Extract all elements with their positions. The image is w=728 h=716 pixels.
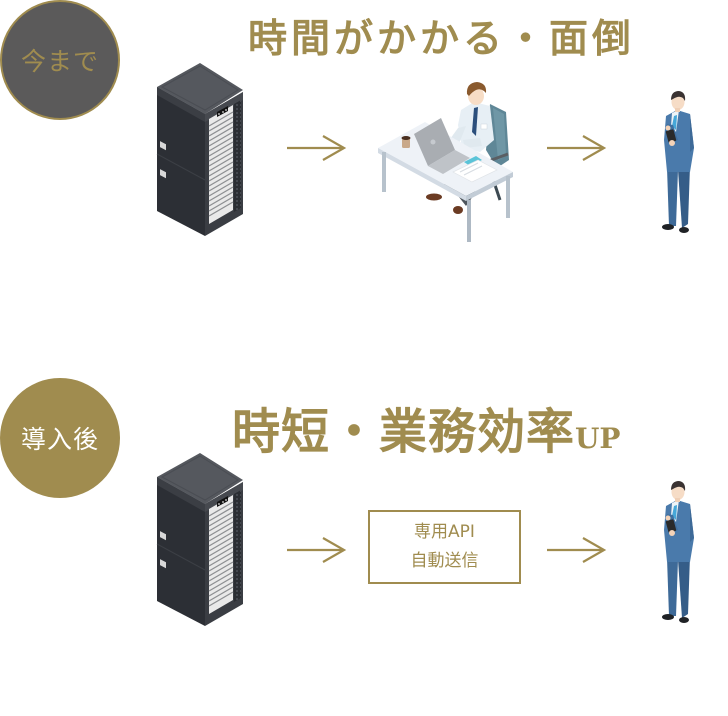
badge-before-label: 今まで: [20, 47, 99, 76]
api-box-line1: 専用API: [414, 522, 475, 542]
api-box-line2: 自動送信: [410, 551, 479, 571]
arrow-after-1: [285, 536, 346, 564]
office-worker-at-desk: [378, 82, 513, 242]
businessman-before: [662, 91, 694, 233]
api-box: 専用API 自動送信: [368, 510, 521, 584]
arrow-after-2: [545, 536, 606, 564]
badge-before: 今まで: [0, 0, 120, 120]
arrow-before-1: [285, 134, 346, 162]
arrow-before-2: [545, 134, 606, 162]
businessman-after: [662, 481, 694, 623]
server-rack-after: [156, 452, 244, 627]
title-after-sub: UP: [575, 422, 621, 455]
server-rack-before: [156, 62, 244, 237]
title-after: 時短・業務効率UP: [232, 392, 621, 462]
badge-after-label: 導入後: [20, 425, 99, 454]
title-after-main: 時短・業務効率: [232, 404, 576, 460]
badge-after: 導入後: [0, 378, 120, 498]
title-before: 時間がかかる・面倒: [248, 16, 636, 62]
